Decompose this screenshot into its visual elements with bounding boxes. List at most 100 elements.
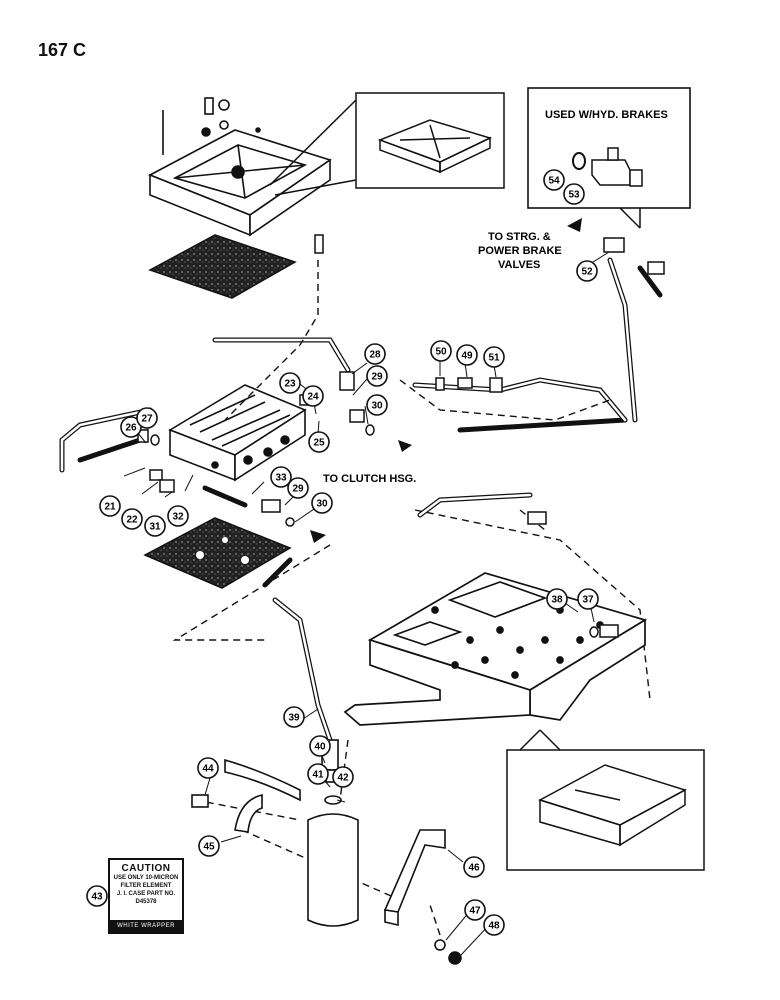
callout-circle: [577, 588, 599, 610]
callout-circle: [283, 706, 305, 728]
callout-number: 51: [488, 353, 500, 364]
callout-circle: [144, 515, 166, 537]
callout-number: 31: [149, 522, 161, 533]
callout-circle: [120, 416, 142, 438]
callout-circle: [366, 365, 388, 387]
caution-label: CAUTION USE ONLY 10-MICRON FILTER ELEMEN…: [108, 858, 184, 934]
callout-32: 32: [167, 505, 189, 527]
callout-number: 43: [91, 892, 103, 903]
callout-45: 45: [198, 835, 220, 857]
callout-number: 30: [371, 401, 383, 412]
main-plate: [343, 572, 648, 726]
callout-circle: [86, 885, 108, 907]
callout-number: 30: [316, 499, 328, 510]
callout-circle: [197, 757, 219, 779]
callout-46: 46: [463, 856, 485, 878]
caution-footer: WHITE WRAPPER: [110, 920, 182, 932]
callout-circle: [309, 735, 331, 757]
callout-number: 45: [203, 842, 215, 853]
page-number: 167 C: [38, 40, 87, 60]
callout-number: 29: [292, 484, 304, 495]
callout-24: 24: [302, 385, 324, 407]
callout-circle: [307, 763, 329, 785]
callout-29: 29: [287, 477, 309, 499]
callout-number: 32: [172, 512, 184, 523]
tube-interior: [60, 258, 637, 742]
callout-number: 28: [369, 350, 381, 361]
valve-cover: [148, 97, 332, 237]
callout-circle: [308, 431, 330, 453]
plate-inset: [506, 729, 705, 871]
callout-47: 47: [464, 899, 486, 921]
cover-inset: [269, 92, 505, 196]
callout-number: 52: [581, 267, 593, 278]
callout-number: 49: [461, 351, 473, 362]
callout-44: 44: [197, 757, 219, 779]
callout-number: 50: [435, 347, 447, 358]
callout-number: 27: [141, 414, 153, 425]
callout-number: 23: [284, 379, 296, 390]
callout-26: 26: [120, 416, 142, 438]
strg-label-2: POWER BRAKE: [478, 245, 562, 257]
callout-circle: [270, 466, 292, 488]
callout-41: 41: [307, 763, 329, 785]
callout-number: 39: [288, 713, 300, 724]
callout-circle: [563, 183, 585, 205]
callout-circle: [136, 407, 158, 429]
callout-number: 26: [125, 423, 137, 434]
callout-circle: [302, 385, 324, 407]
callout-39: 39: [283, 706, 305, 728]
callout-circle: [456, 344, 478, 366]
callout-54: 54: [543, 169, 565, 191]
callout-circle: [366, 394, 388, 416]
callout-22: 22: [121, 508, 143, 530]
callout-31: 31: [144, 515, 166, 537]
callout-53: 53: [563, 183, 585, 205]
callout-circle: [198, 835, 220, 857]
callout-49: 49: [456, 344, 478, 366]
callout-42: 42: [332, 766, 354, 788]
callout-circle: [543, 169, 565, 191]
fittings: [137, 234, 665, 638]
callout-number: 33: [275, 473, 287, 484]
callout-29: 29: [366, 365, 388, 387]
callout-25: 25: [308, 431, 330, 453]
callout-circle: [311, 492, 333, 514]
clutch-label: TO CLUTCH HSG.: [323, 473, 416, 485]
callout-38: 38: [546, 588, 568, 610]
callout-number: 53: [568, 190, 580, 201]
hyd-brakes-label: USED W/HYD. BRAKES: [545, 109, 668, 121]
callout-circle: [463, 856, 485, 878]
callout-number: 44: [202, 764, 214, 775]
callout-number: 37: [582, 595, 594, 606]
callout-number: 22: [126, 515, 138, 526]
callout-circle: [483, 346, 505, 368]
callout-circle: [364, 343, 386, 365]
caution-title: CAUTION: [121, 863, 171, 874]
callout-40: 40: [309, 735, 331, 757]
callout-number: 21: [104, 502, 116, 513]
callout-bubbles: 21 22 23 24 25 26 27 28 29 29 30 30 31 32 33 37 38 39 40 41…: [86, 169, 599, 936]
callout-28: 28: [364, 343, 386, 365]
caution-line-3: J. I. CASE PART NO.: [116, 891, 176, 897]
caution-line-1: USE ONLY 10-MICRON: [113, 875, 179, 881]
callout-number: 41: [312, 770, 324, 781]
callout-27: 27: [136, 407, 158, 429]
callout-number: 46: [468, 863, 480, 874]
callout-number: 38: [551, 595, 563, 606]
callout-circle: [464, 899, 486, 921]
callout-30: 30: [311, 492, 333, 514]
callout-48: 48: [483, 914, 505, 936]
callout-number: 29: [371, 372, 383, 383]
callout-33: 33: [270, 466, 292, 488]
filter-assembly: [191, 739, 359, 927]
callout-43: 43: [86, 885, 108, 907]
callout-circle: [279, 372, 301, 394]
callout-52: 52: [576, 260, 598, 282]
valve-body: [168, 384, 307, 482]
callout-30: 30: [366, 394, 388, 416]
callout-number: 54: [548, 176, 560, 187]
callout-circle: [167, 505, 189, 527]
direction-arrows: [310, 218, 582, 543]
